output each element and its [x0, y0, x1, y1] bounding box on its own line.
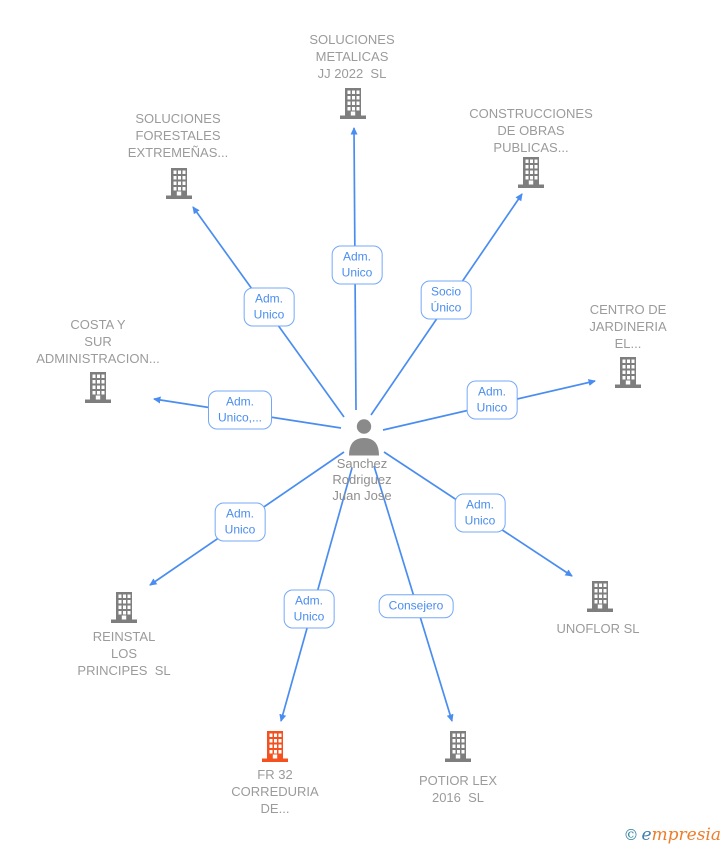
edge-to-potior-lex-2016-sl — [373, 465, 454, 722]
person-icon — [349, 419, 379, 456]
copyright-icon: © — [623, 826, 639, 844]
building-icon — [615, 357, 641, 388]
brand-first-letter: e — [641, 825, 652, 845]
building-icon — [111, 592, 137, 623]
company-node-centro-de-jardineria-el-label: CENTRO DE JARDINERIA EL... — [589, 302, 667, 351]
edge-label-reinstal-los-principes-sl: Adm. Unico — [214, 502, 266, 542]
company-node-potior-lex-2016-sl-label: POTIOR LEX 2016 SL — [418, 773, 498, 805]
edge-label-soluciones-forestales-extremenas: Adm. Unico — [243, 287, 295, 327]
person-node-sanchez-rodriguez-juan-jose-label: Sanchez Rodriguez Juan Jose — [332, 456, 392, 503]
company-node-costa-y-sur-administracion[interactable] — [81, 370, 115, 404]
brand-name: mpresia — [651, 825, 722, 845]
building-icon — [445, 731, 471, 762]
company-node-construcciones-de-obras-publicas-label: CONSTRUCCIONES DE OBRAS PUBLICAS... — [469, 106, 593, 155]
edge-label-potior-lex-2016-sl: Consejero — [378, 594, 454, 618]
company-node-unoflor-sl-label: UNOFLOR SL — [556, 621, 640, 636]
building-icon — [340, 88, 366, 119]
empresia-watermark[interactable]: ©empresia — [623, 825, 721, 845]
edge-label-centro-de-jardineria-el: Adm. Unico — [466, 380, 518, 420]
edge-label-fr-32-correduria-de: Adm. Unico — [283, 589, 335, 629]
building-icon — [166, 168, 192, 199]
building-icon — [518, 157, 544, 188]
company-node-costa-y-sur-administracion-label: COSTA Y SUR ADMINISTRACION... — [36, 317, 160, 366]
company-node-reinstal-los-principes-sl[interactable] — [107, 590, 141, 624]
company-node-construcciones-de-obras-publicas[interactable] — [514, 155, 548, 189]
person-node-sanchez-rodriguez-juan-jose[interactable] — [345, 419, 383, 456]
company-node-unoflor-sl[interactable] — [583, 579, 617, 613]
company-node-fr-32-correduria-de[interactable] — [258, 729, 292, 763]
edge-label-costa-y-sur-administracion: Adm. Unico,... — [207, 390, 273, 430]
building-icon — [587, 581, 613, 612]
building-icon — [85, 372, 111, 403]
company-node-potior-lex-2016-sl[interactable] — [441, 729, 475, 763]
company-node-reinstal-los-principes-sl-label: REINSTAL LOS PRINCIPES SL — [77, 629, 171, 678]
company-node-soluciones-forestales-extremenas[interactable] — [162, 166, 196, 200]
edge-label-unoflor-sl: Adm. Unico — [454, 493, 506, 533]
edge-label-construcciones-de-obras-publicas: Socio Único — [420, 280, 472, 320]
edge-label-soluciones-metalicas-jj-2022-sl: Adm. Unico — [331, 245, 383, 285]
building-icon — [262, 731, 288, 762]
company-node-fr-32-correduria-de-label: FR 32 CORREDURIA DE... — [231, 767, 319, 816]
company-node-soluciones-metalicas-jj-2022-sl[interactable] — [336, 86, 370, 120]
company-node-centro-de-jardineria-el[interactable] — [611, 355, 645, 389]
company-node-soluciones-metalicas-jj-2022-sl-label: SOLUCIONES METALICAS JJ 2022 SL — [309, 32, 395, 81]
company-node-soluciones-forestales-extremenas-label: SOLUCIONES FORESTALES EXTREMEÑAS... — [127, 111, 229, 160]
